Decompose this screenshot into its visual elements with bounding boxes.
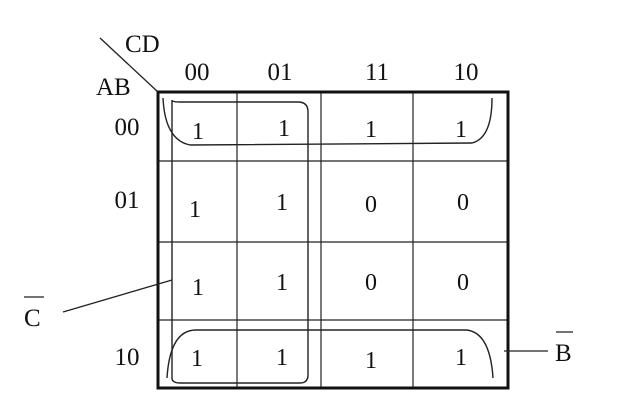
cell-r3-c2: 1 bbox=[365, 348, 377, 374]
row-header: 10 bbox=[115, 344, 140, 371]
group-loop-b-bar-bottom bbox=[166, 329, 494, 379]
cell-r0-c1: 1 bbox=[278, 116, 290, 142]
cell-r3-c0: 1 bbox=[191, 346, 203, 372]
group-loop-b-bar-top bbox=[162, 97, 493, 146]
group-loop-c-bar bbox=[171, 99, 309, 384]
row-headers: 00 01 10 bbox=[115, 114, 140, 371]
cell-r0-c3: 1 bbox=[455, 117, 467, 143]
cell-r1-c0: 1 bbox=[189, 197, 201, 223]
cell-r2-c0: 1 bbox=[192, 275, 204, 301]
cell-r2-c2: 0 bbox=[365, 270, 377, 296]
column-variables-label: CD bbox=[125, 31, 160, 58]
b-bar-label-text: B bbox=[555, 340, 572, 367]
row-variables-label: AB bbox=[96, 74, 131, 101]
cell-r1-c1: 1 bbox=[276, 190, 288, 216]
cell-r0-c0: 1 bbox=[192, 119, 204, 145]
cell-r0-c2: 1 bbox=[365, 117, 377, 143]
cell-values: 1 1 1 1 1 1 0 0 1 1 0 0 1 1 1 1 bbox=[189, 116, 469, 374]
c-bar-label: C bbox=[24, 296, 44, 332]
cell-r1-c2: 0 bbox=[365, 192, 377, 218]
grid-lines bbox=[158, 92, 508, 388]
cell-r3-c1: 1 bbox=[276, 345, 288, 371]
c-bar-label-text: C bbox=[24, 305, 41, 332]
cell-r2-c1: 1 bbox=[276, 270, 288, 296]
column-header: 11 bbox=[365, 59, 389, 86]
grid-border bbox=[156, 90, 510, 390]
row-header: 00 bbox=[115, 114, 140, 141]
cell-r3-c3: 1 bbox=[455, 345, 467, 371]
row-header: 01 bbox=[115, 187, 140, 214]
column-header: 01 bbox=[268, 59, 293, 86]
column-header: 10 bbox=[454, 59, 479, 86]
cell-r1-c3: 0 bbox=[457, 190, 469, 216]
column-headers: 00 01 11 10 bbox=[185, 59, 479, 86]
cell-r2-c3: 0 bbox=[457, 270, 469, 296]
b-bar-label: B bbox=[555, 331, 573, 367]
c-bar-leader-line bbox=[62, 279, 173, 313]
column-header: 00 bbox=[185, 59, 210, 86]
corner-diagonal-line bbox=[99, 37, 159, 93]
